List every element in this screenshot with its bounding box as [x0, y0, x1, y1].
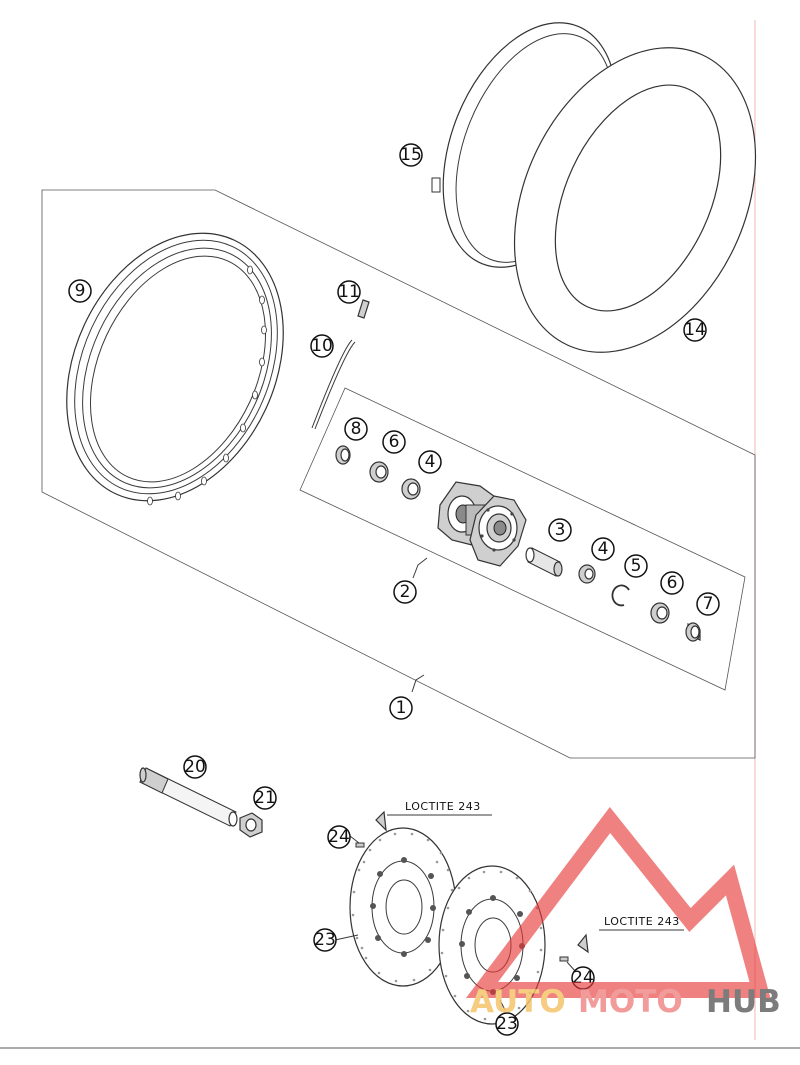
axle-nut-part [239, 812, 263, 838]
callout-6-right: 6 [660, 571, 684, 595]
circlip-part-5 [611, 584, 630, 607]
svg-text:6: 6 [667, 573, 678, 593]
svg-text:7: 7 [703, 594, 714, 614]
bearing-part-4-left [401, 478, 421, 500]
callout-4-right: 4 [591, 537, 615, 561]
leader-lines [334, 557, 684, 1011]
seal-ring-part-7 [685, 622, 701, 642]
svg-text:14: 14 [684, 320, 706, 340]
screw-part-24-right [559, 933, 589, 962]
svg-text:23: 23 [496, 1014, 518, 1034]
hub-assembly-frame [299, 387, 746, 691]
svg-text:4: 4 [425, 452, 436, 472]
automotohub-watermark: AUTO MOTO HUB [465, 806, 781, 1020]
spacer-part-6-right [650, 602, 670, 624]
hub-part [437, 481, 527, 567]
callout-5: 5 [624, 554, 648, 578]
rim-part [66, 232, 284, 506]
svg-text:23: 23 [314, 930, 336, 950]
svg-text:3: 3 [555, 520, 566, 540]
callout-23-right: 23 [495, 1012, 519, 1036]
loctite-note-left: LOCTITE 243 [405, 800, 481, 813]
spacer-sleeve-part-3 [525, 547, 563, 577]
callout-2: 2 [393, 580, 417, 604]
callout-15: 15 [399, 143, 423, 167]
watermark-hub: HUB [706, 984, 781, 1020]
svg-text:21: 21 [254, 788, 276, 808]
callout-11: 11 [337, 280, 361, 304]
callout-9: 9 [68, 279, 92, 303]
svg-text:24: 24 [328, 827, 350, 847]
seal-ring-part-8 [335, 445, 351, 465]
callout-23-left: 23 [313, 928, 337, 952]
brake-disc-part-left [349, 827, 457, 987]
watermark-mountain-logo [465, 806, 771, 998]
spacer-part-6-left [369, 461, 389, 483]
watermark-moto: MOTO [578, 984, 683, 1020]
callout-3: 3 [548, 518, 572, 542]
svg-text:10: 10 [311, 336, 333, 356]
callout-14: 14 [683, 318, 707, 342]
callout-8: 8 [344, 417, 368, 441]
watermark-auto: AUTO [470, 984, 566, 1020]
wheel-assembly-frame [41, 189, 756, 759]
svg-text:9: 9 [75, 281, 86, 301]
callout-20: 20 [183, 755, 207, 779]
bearing-part-4-right [578, 564, 596, 584]
svg-text:11: 11 [338, 282, 360, 302]
svg-text:20: 20 [184, 757, 206, 777]
svg-text:5: 5 [631, 556, 642, 576]
callout-21: 21 [253, 786, 277, 810]
axle-part [139, 767, 238, 827]
svg-text:15: 15 [400, 145, 422, 165]
callout-24-left: 24 [327, 825, 351, 849]
inner-tube-part [513, 47, 757, 353]
spoke-part [311, 339, 356, 430]
svg-text:4: 4 [598, 539, 609, 559]
svg-text:8: 8 [351, 419, 362, 439]
callout-1: 1 [389, 696, 413, 720]
svg-text:2: 2 [400, 582, 411, 602]
svg-text:6: 6 [389, 432, 400, 452]
callout-4-left: 4 [418, 450, 442, 474]
loctite-note-right: LOCTITE 243 [604, 915, 680, 928]
callout-7: 7 [696, 592, 720, 616]
svg-text:1: 1 [396, 698, 407, 718]
callout-10: 10 [310, 334, 334, 358]
screw-part-24-left [355, 810, 387, 848]
spoke-nipple-part [357, 299, 370, 319]
callout-6-left: 6 [382, 430, 406, 454]
